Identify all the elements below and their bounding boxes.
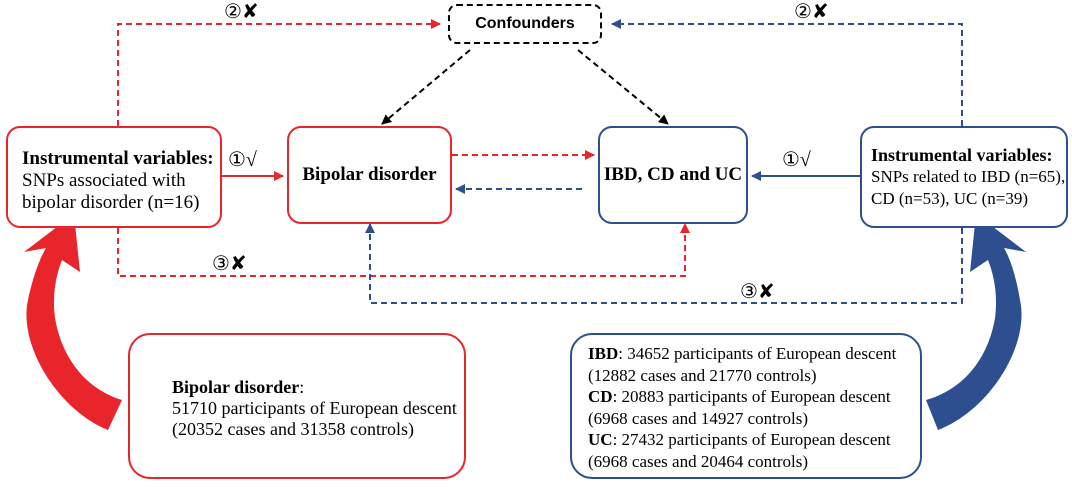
exposure-label: Bipolar disorder xyxy=(302,164,437,185)
right-iv-box: Instrumental variables: SNPs related to … xyxy=(860,126,1068,228)
bd-data-title: Bipolar disorder xyxy=(172,377,300,397)
assumption-three-right: ③✘ xyxy=(740,281,775,303)
curved-arrow-right xyxy=(926,214,1026,430)
path-confounders-to-exposure xyxy=(381,49,471,125)
ibd-line: IBD: 34652 participants of European desc… xyxy=(588,343,920,365)
left-iv-line1: SNPs associated with xyxy=(22,170,186,191)
exposure-box: Bipolar disorder xyxy=(287,126,452,224)
right-iv-line1: SNPs related to IBD (n=65), xyxy=(871,167,1066,186)
path-left-iv-to-outcome xyxy=(117,223,690,277)
path-left-iv-to-confounders xyxy=(117,19,441,126)
ibd-sub: (12882 cases and 21770 controls) xyxy=(588,365,817,385)
path-right-iv-to-confounders xyxy=(611,19,963,126)
ibd-text: : 34652 participants of European descent xyxy=(618,344,897,363)
bd-data-colon: : xyxy=(299,377,305,397)
assumption-two-left: ②✘ xyxy=(224,1,259,23)
confounders-label: Confounders xyxy=(475,15,575,32)
bd-data-line1: 51710 participants of European descent xyxy=(172,398,457,418)
curved-arrow-left xyxy=(24,214,122,430)
cd-sub: (6968 cases and 14927 controls) xyxy=(588,408,809,428)
cd-text: : 20883 participants of European descent xyxy=(612,387,891,406)
right-iv-title: Instrumental variables: xyxy=(871,145,1053,165)
bd-data-line2: (20352 cases and 31358 controls) xyxy=(172,419,414,439)
outcome-box: IBD, CD and UC xyxy=(598,126,748,224)
path-right-iv-to-exposure xyxy=(365,223,963,304)
outcome-label: IBD, CD and UC xyxy=(603,164,743,185)
left-iv-line2: bipolar disorder (n=16) xyxy=(22,192,200,213)
uc-sub: (6968 cases and 20464 controls) xyxy=(588,451,809,471)
bd-data-title-line: Bipolar disorder: xyxy=(172,377,464,398)
bd-data-box: Bipolar disorder: 51710 participants of … xyxy=(128,333,466,479)
uc-label: UC xyxy=(588,430,613,449)
right-iv-line2: CD (n=53), UC (n=39) xyxy=(871,189,1029,208)
assumption-one-right: ①√ xyxy=(782,149,811,171)
ibd-label: IBD xyxy=(588,344,619,363)
assumption-one-left: ①√ xyxy=(228,149,257,171)
confounders-box: Confounders xyxy=(448,4,602,44)
cd-line: CD: 20883 participants of European desce… xyxy=(588,386,920,408)
ibd-data-box: IBD: 34652 participants of European desc… xyxy=(570,333,922,479)
left-iv-box: Instrumental variables: SNPs associated … xyxy=(6,126,222,228)
cd-label: CD xyxy=(588,387,613,406)
left-iv-title: Instrumental variables: xyxy=(22,148,214,169)
path-confounders-to-outcome xyxy=(577,49,669,125)
assumption-three-left: ③✘ xyxy=(212,253,247,275)
uc-line: UC: 27432 participants of European desce… xyxy=(588,429,920,451)
assumption-two-right: ②✘ xyxy=(794,1,829,23)
uc-text: : 27432 participants of European descent xyxy=(612,430,891,449)
